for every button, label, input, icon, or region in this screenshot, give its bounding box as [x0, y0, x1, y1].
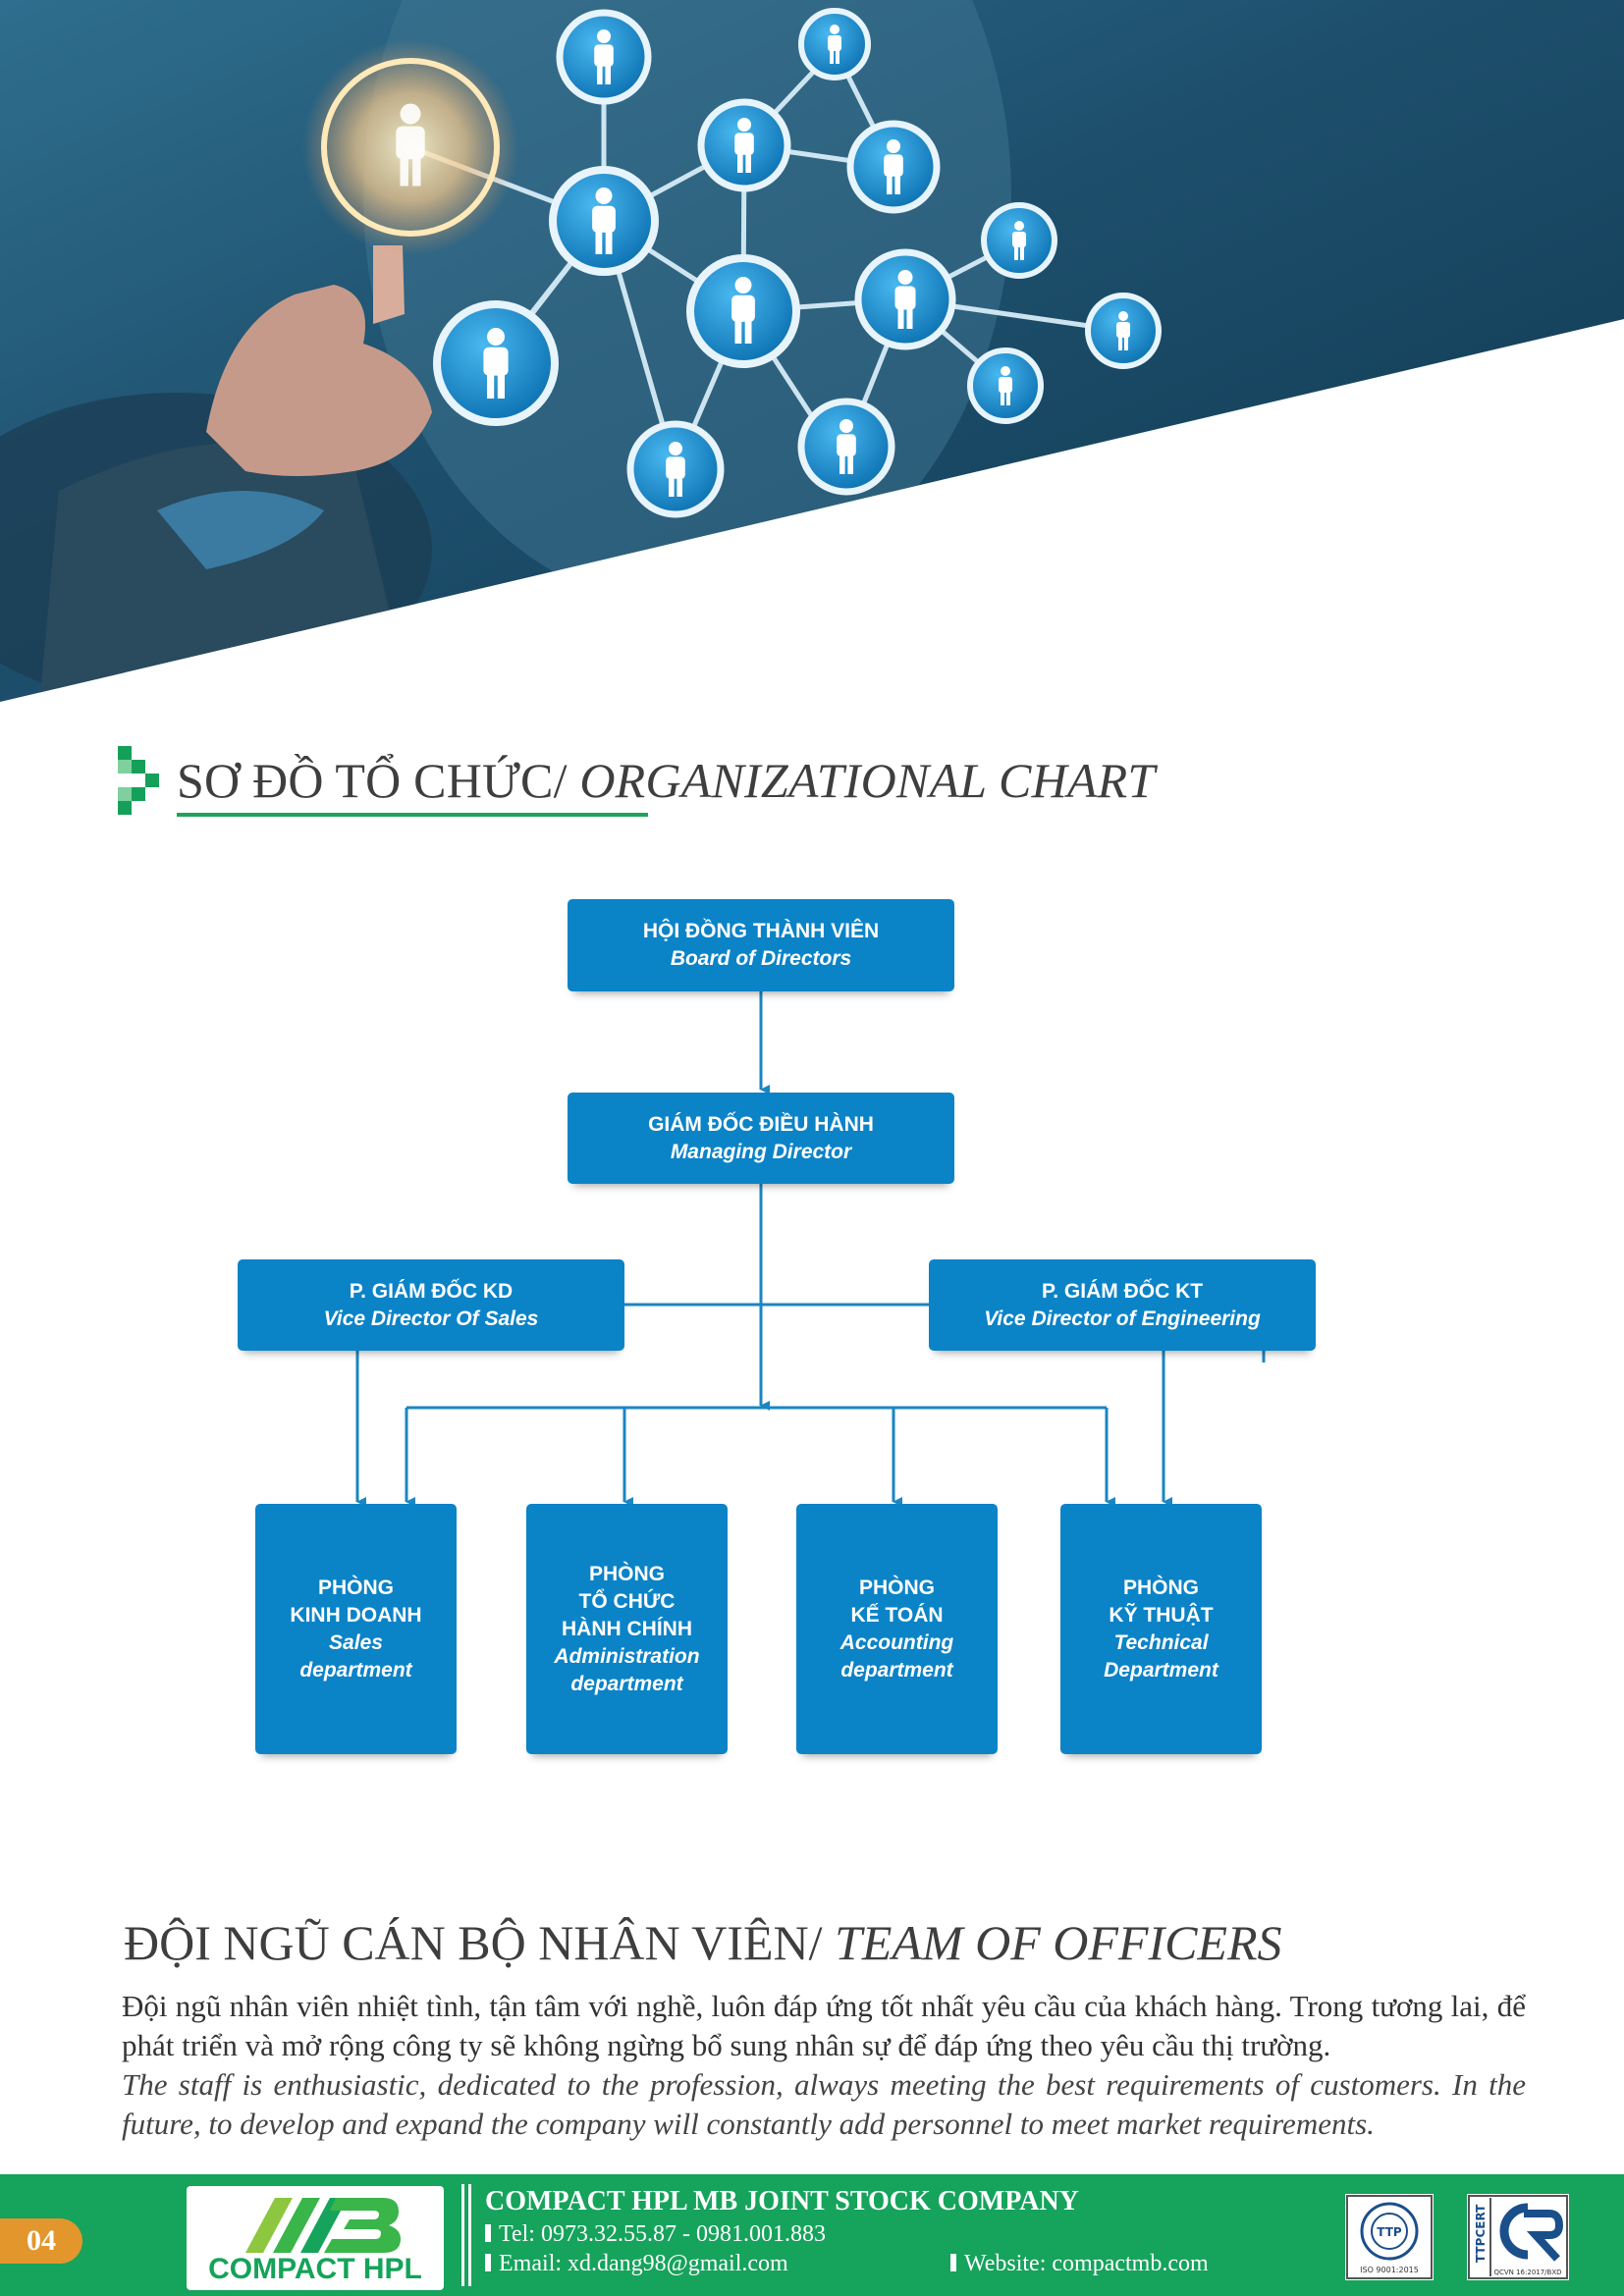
- team-text-vietnamese: Đội ngũ nhân viên nhiệt tình, tận tâm vớ…: [122, 1989, 1526, 2062]
- team-text-english: The staff is enthusiastic, dedicated to …: [122, 2067, 1526, 2141]
- heading-underline: [177, 813, 648, 817]
- org-box-managing-director: GIÁM ĐỐC ĐIỀU HÀNH Managing Director: [568, 1093, 954, 1184]
- logo-text: COMPACT HPL: [208, 2253, 422, 2285]
- org-box-sales-department: PHÒNG KINH DOANH Sales department: [255, 1504, 457, 1754]
- svg-text:TTPCERT: TTPCERT: [1474, 2204, 1488, 2263]
- mb-logo-icon: [245, 2198, 401, 2253]
- org-box-vice-director-engineering: P. GIÁM ĐỐC KT Vice Director of Engineer…: [929, 1259, 1316, 1351]
- footer-divider: [461, 2184, 464, 2286]
- svg-text:ISO 9001:2015: ISO 9001:2015: [1360, 2266, 1419, 2274]
- org-box-vice-director-sales: P. GIÁM ĐỐC KD Vice Director Of Sales: [238, 1259, 624, 1351]
- contact-tel: Tel: 0973.32.55.87 - 0981.001.883: [485, 2221, 826, 2248]
- org-chart-title: SƠ ĐỒ TỔ CHỨC/ ORGANIZATIONAL CHART: [177, 753, 1156, 808]
- hero-network-image: [0, 0, 1624, 702]
- team-section-body: Đội ngũ nhân viên nhiệt tình, tận tâm vớ…: [122, 1987, 1526, 2144]
- svg-text:QCVN 16:2017/BXD: QCVN 16:2017/BXD: [1493, 2269, 1561, 2276]
- page-footer: 04 COMPACT HPL COMPACT HPL MB JOINT STOC…: [0, 2174, 1624, 2296]
- contact-email: Email: xd.dang98@gmail.com: [485, 2251, 788, 2277]
- contact-website: Website: compactmb.com: [950, 2251, 1209, 2277]
- footer-divider: [468, 2184, 471, 2286]
- org-box-administration-department: PHÒNG TỔ CHỨC HÀNH CHÍNH Administration …: [526, 1504, 728, 1754]
- iso-certification-badge-icon: TTP ISO 9001:2015: [1345, 2194, 1434, 2280]
- svg-text:TTP: TTP: [1377, 2225, 1402, 2239]
- heading-marker-icon: [118, 746, 159, 815]
- company-name: COMPACT HPL MB JOINT STOCK COMPANY: [485, 2186, 1079, 2216]
- org-box-accounting-department: PHÒNG KẾ TOÁN Accounting department: [796, 1504, 998, 1754]
- org-box-technical-department: PHÒNG KỸ THUẬT Technical Department: [1060, 1504, 1262, 1754]
- org-box-board-of-directors: HỘI ĐỒNG THÀNH VIÊN Board of Directors: [568, 899, 954, 991]
- team-section-title: ĐỘI NGŨ CÁN BỘ NHÂN VIÊN/ TEAM OF OFFICE…: [124, 1915, 1282, 1970]
- org-chart-heading: SƠ ĐỒ TỔ CHỨC/ ORGANIZATIONAL CHART: [118, 746, 1394, 825]
- company-logo: COMPACT HPL: [187, 2186, 444, 2290]
- page-number: 04: [0, 2218, 82, 2264]
- qcvn-certification-badge-icon: TTPCERT QCVN 16:2017/BXD: [1467, 2194, 1569, 2280]
